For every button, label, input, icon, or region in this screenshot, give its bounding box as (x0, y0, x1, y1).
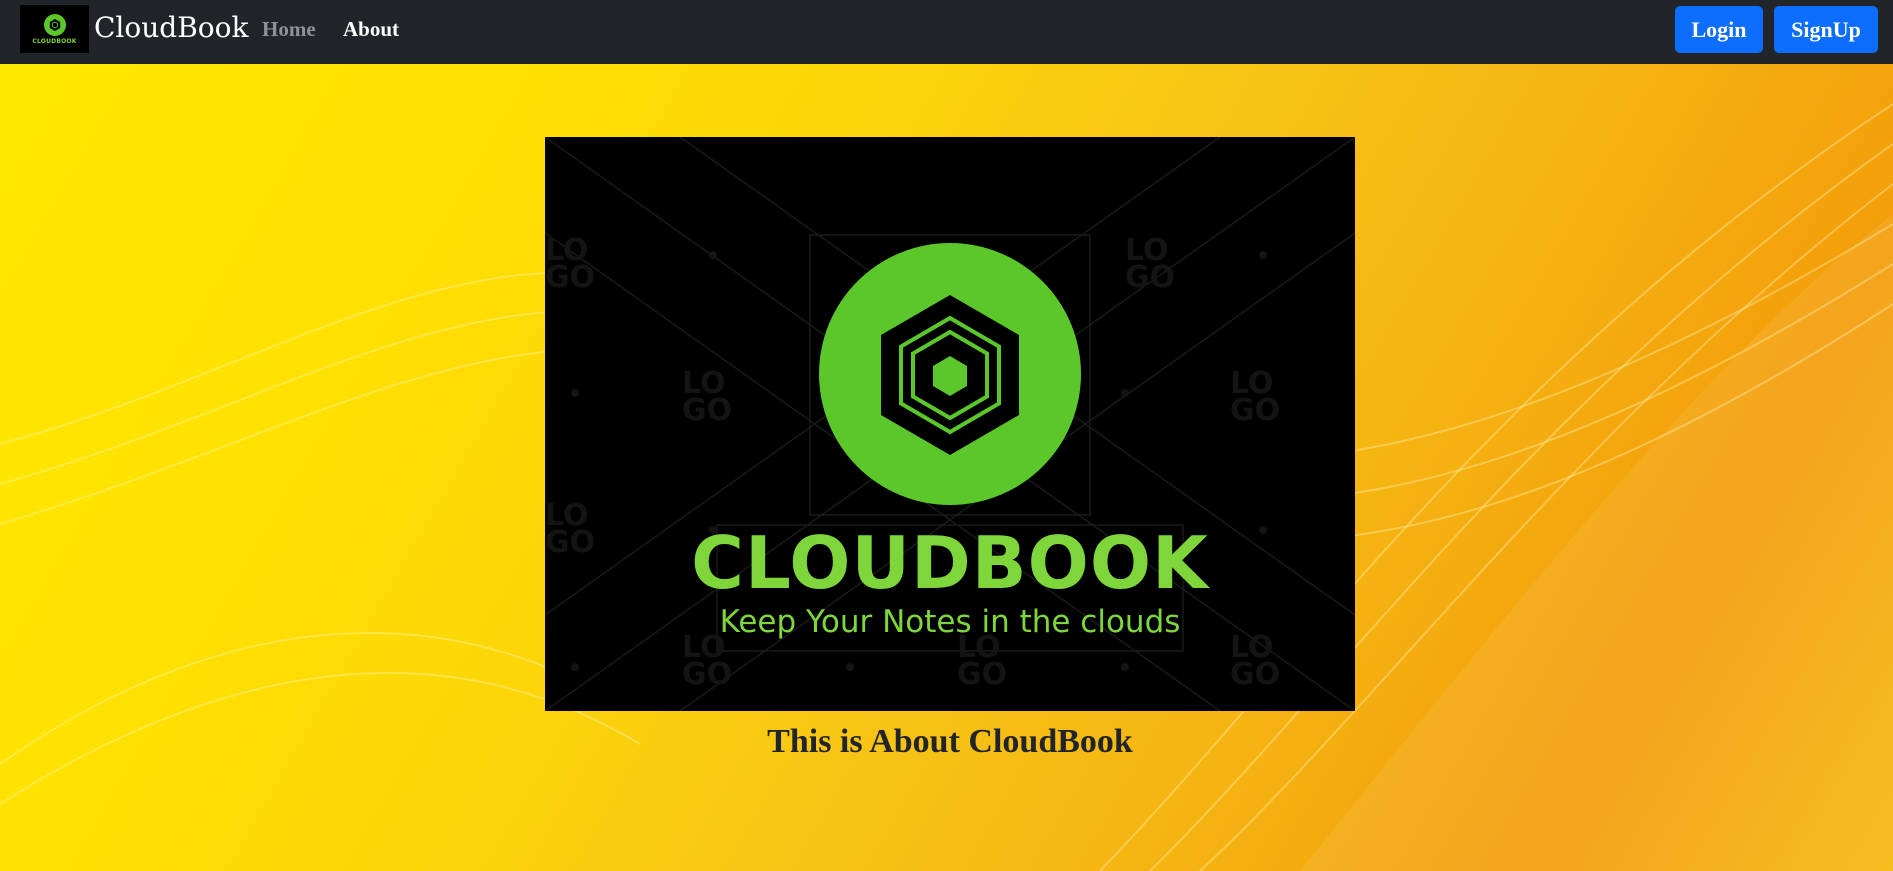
svg-text:LO: LO (545, 498, 589, 533)
hexagon-cube-icon (819, 243, 1081, 505)
svg-text:LO: LO (545, 233, 589, 268)
nav-link-about[interactable]: About (343, 17, 400, 41)
svg-text:GO: GO (682, 393, 732, 428)
svg-text:GO: GO (545, 260, 595, 295)
svg-text:GO: GO (957, 657, 1007, 692)
svg-text:LO: LO (682, 366, 726, 401)
svg-text:GO: GO (682, 657, 732, 692)
brand-name[interactable]: CloudBook (94, 11, 249, 44)
nav-link-home[interactable]: Home (262, 17, 316, 41)
svg-text:LO: LO (1230, 630, 1274, 665)
page-title: This is About CloudBook (767, 723, 1133, 760)
hero-logo-title: CLOUDBOOK (691, 521, 1209, 605)
signup-button[interactable]: SignUp (1774, 6, 1878, 53)
brand-logo-text: CLOUDBOOK (32, 37, 77, 45)
svg-text:GO: GO (1125, 260, 1175, 295)
svg-text:LO: LO (1230, 366, 1274, 401)
brand-logo[interactable]: CLOUDBOOK (20, 5, 89, 53)
navbar: CLOUDBOOK CloudBook Home About Login Sig… (0, 0, 1893, 64)
svg-text:LO: LO (682, 630, 726, 665)
login-button[interactable]: Login (1675, 6, 1763, 53)
svg-text:GO: GO (1230, 393, 1280, 428)
svg-text:GO: GO (545, 525, 595, 560)
svg-text:LO: LO (1125, 233, 1169, 268)
cloudbook-logo-icon (43, 13, 66, 36)
hero-logo-tagline: Keep Your Notes in the clouds (719, 604, 1181, 640)
svg-text:GO: GO (1230, 657, 1280, 692)
svg-text:LO: LO (957, 630, 1001, 665)
